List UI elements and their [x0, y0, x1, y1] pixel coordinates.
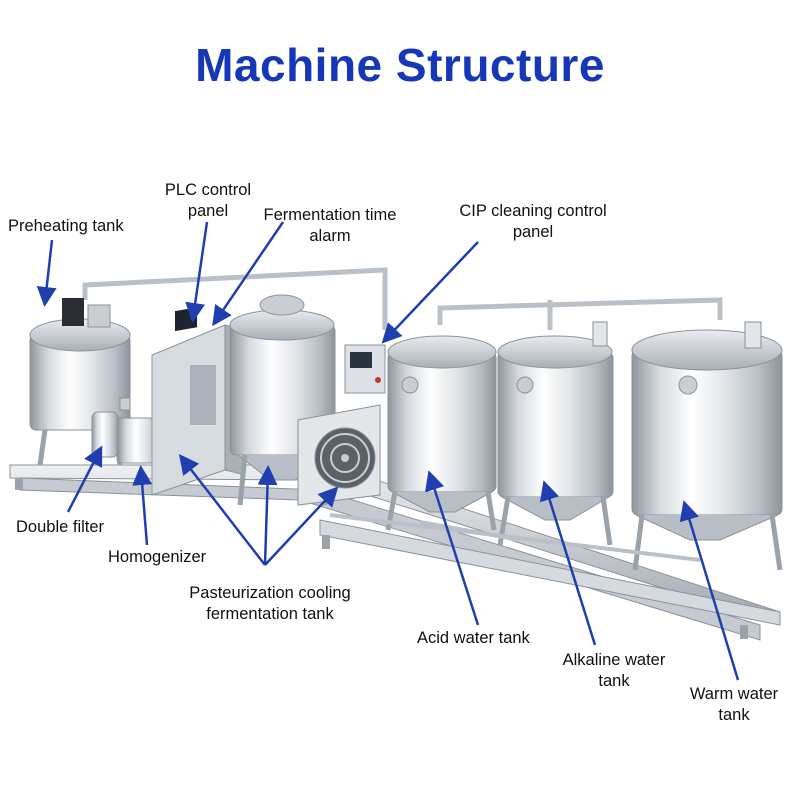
arrow-preheating-tank	[36, 239, 57, 307]
label-homogenizer: Homogenizer	[108, 548, 207, 566]
label-warm-line1: Warm water	[689, 685, 779, 703]
bottom-pipes	[329, 513, 701, 562]
label-acid-water-tank: Acid water tank	[417, 629, 530, 647]
label-alarm-line2: alarm	[309, 227, 351, 245]
arrow-fermentation-alarm	[212, 221, 285, 327]
arrow-cip-control-panel	[381, 241, 479, 344]
arrow-acid-water-tank	[425, 470, 480, 626]
label-fermentation-time-alarm: Fermentation time alarm	[250, 205, 410, 247]
label-alkaline-line2: tank	[598, 672, 630, 690]
label-pasteurization-line1: Pasteurization cooling	[189, 584, 351, 602]
label-cip-line2: panel	[512, 223, 554, 241]
arrow-pasteurization-left	[178, 454, 266, 566]
label-plc-line2: panel	[187, 202, 229, 220]
arrow-alkaline-water-tank	[539, 480, 597, 646]
label-warm-line2: tank	[718, 706, 750, 724]
arrow-homogenizer	[132, 465, 153, 546]
alkaline-water-tank	[497, 321, 614, 546]
top-pipes	[82, 267, 723, 330]
label-cip-line1: CIP cleaning control	[459, 202, 607, 220]
warm-water-tank	[631, 321, 783, 571]
label-preheating-tank: Preheating tank	[8, 217, 124, 235]
label-plc-control-panel: PLC control panel	[150, 180, 266, 222]
arrow-double-filter	[66, 445, 103, 513]
callout-arrows	[36, 221, 740, 681]
arrow-warm-water-tank	[679, 500, 740, 681]
condensing-unit	[297, 404, 381, 506]
acid-water-tank	[385, 335, 497, 531]
label-alkaline-water-tank: Alkaline water tank	[548, 650, 680, 692]
arrow-pasteurization-right	[264, 486, 339, 566]
arrow-plc-control-panel	[185, 221, 209, 323]
label-alarm-line1: Fermentation time	[263, 206, 397, 224]
cip-control-panel	[344, 344, 386, 394]
label-pasteurization-tank: Pasteurization cooling fermentation tank	[170, 583, 370, 625]
label-double-filter: Double filter	[16, 518, 105, 536]
arrow-pasteurization-mid	[257, 465, 278, 566]
preheating-tank	[29, 298, 131, 466]
page-title: Machine Structure	[195, 39, 605, 91]
label-cip-cleaning-control-panel: CIP cleaning control panel	[440, 201, 626, 243]
label-plc-line1: PLC control	[164, 181, 252, 199]
label-pasteurization-line2: fermentation tank	[206, 605, 334, 623]
label-alkaline-line1: Alkaline water	[562, 651, 666, 669]
label-warm-water-tank: Warm water tank	[682, 684, 786, 726]
